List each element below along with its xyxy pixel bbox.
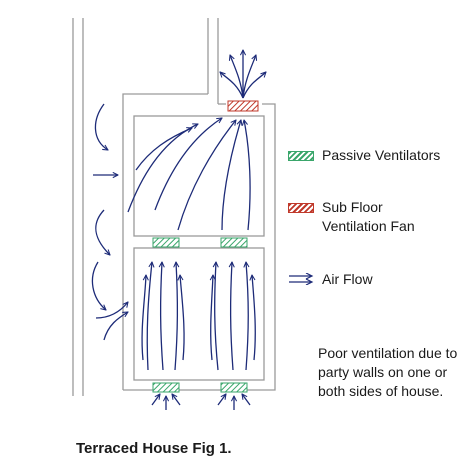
house-walls <box>122 93 276 391</box>
fan-vent <box>227 100 259 112</box>
fan-swatch <box>288 203 314 213</box>
passive-vent-swatch <box>288 151 314 161</box>
figure-caption: Terraced House Fig 1. <box>76 440 232 457</box>
legend-fan-line1: Sub Floor <box>322 199 383 215</box>
passive-vent <box>220 237 248 248</box>
ventilation-note: Poor ventilation due to party walls on o… <box>318 345 458 399</box>
legend-airflow-label: Air Flow <box>322 271 373 287</box>
legend-passive-label: Passive Ventilators <box>322 147 441 163</box>
airflow-arrow-icon <box>289 273 314 285</box>
flue <box>207 18 219 104</box>
legend-passive: Passive Ventilators <box>288 146 440 165</box>
legend-fan: Sub Floor Ventilation Fan <box>288 198 415 236</box>
passive-vent <box>152 237 180 248</box>
party-wall <box>72 18 84 396</box>
passive-vent <box>152 382 180 393</box>
passive-vent <box>220 382 248 393</box>
legend-airflow: Air Flow <box>288 270 373 289</box>
legend-fan-line2: Ventilation Fan <box>322 218 415 234</box>
airflow-arrows <box>91 50 266 410</box>
